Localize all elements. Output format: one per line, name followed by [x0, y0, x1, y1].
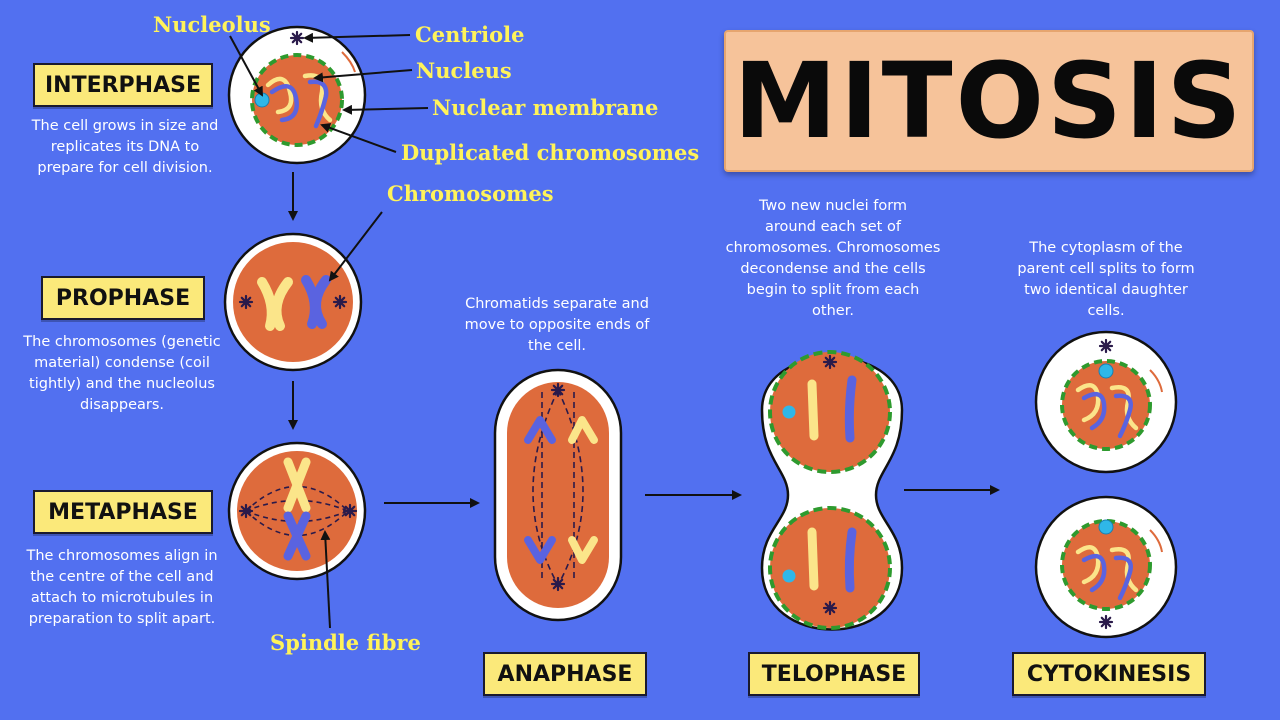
desc-telophase: Two new nuclei form around each set of c…: [716, 196, 950, 322]
desc-line: Two new nuclei form: [758, 198, 908, 214]
label-telophase: TELOPHASE: [748, 652, 920, 696]
label-anaphase: ANAPHASE: [483, 652, 647, 696]
desc-line: The chromosomes align in: [26, 548, 218, 564]
desc-line: move to opposite ends of: [464, 317, 650, 333]
desc-line: decondense and the cells: [740, 261, 926, 277]
label-metaphase-text: METAPHASE: [48, 499, 198, 525]
desc-line: begin to split from each: [746, 282, 920, 298]
cell-cytokinesis-bottom: [1034, 495, 1178, 639]
centriole-icon: [342, 503, 358, 519]
centriole-icon: [822, 354, 838, 370]
desc-line: Chromatids separate and: [465, 296, 649, 312]
centriole-icon: [238, 503, 254, 519]
callout-centriole: Centriole: [415, 22, 525, 47]
desc-line: The chromosomes (genetic: [23, 334, 221, 350]
desc-line: cells.: [1087, 303, 1125, 319]
callout-spindle-fibre: Spindle fibre: [270, 630, 421, 655]
desc-metaphase: The chromosomes align in the centre of t…: [4, 546, 240, 630]
label-cytokinesis: CYTOKINESIS: [1012, 652, 1206, 696]
desc-line: prepare for cell division.: [37, 160, 213, 176]
desc-line: preparation to split apart.: [28, 611, 216, 627]
desc-prophase: The chromosomes (genetic material) conde…: [4, 332, 240, 416]
cell-metaphase: [227, 441, 367, 581]
desc-line: the cell.: [528, 338, 586, 354]
desc-line: The cell grows in size and: [31, 118, 219, 134]
callout-duplicated-chromosomes: Duplicated chromosomes: [401, 140, 700, 165]
centriole-icon: [1098, 614, 1114, 630]
desc-line: replicates its DNA to: [50, 139, 200, 155]
desc-line: parent cell splits to form: [1017, 261, 1195, 277]
centriole-icon: [550, 576, 566, 592]
centriole-icon: [332, 294, 348, 310]
desc-line: The cytoplasm of the: [1029, 240, 1183, 256]
label-interphase-text: INTERPHASE: [44, 72, 201, 98]
desc-line: two identical daughter: [1024, 282, 1188, 298]
label-cytokinesis-text: CYTOKINESIS: [1026, 661, 1192, 687]
cell-prophase: [223, 232, 363, 372]
cell-anaphase: [493, 368, 623, 622]
desc-line: chromosomes. Chromosomes: [725, 240, 941, 256]
label-prophase-text: PROPHASE: [55, 285, 191, 311]
page-title: MITOSIS: [733, 40, 1245, 162]
label-interphase: INTERPHASE: [33, 63, 213, 107]
cell-cytokinesis-top: [1034, 330, 1178, 474]
title-banner: MITOSIS: [724, 30, 1254, 172]
desc-interphase: The cell grows in size and replicates it…: [10, 116, 240, 179]
label-anaphase-text: ANAPHASE: [497, 661, 633, 687]
callout-nuclear-membrane: Nuclear membrane: [432, 95, 659, 120]
label-telophase-text: TELOPHASE: [761, 661, 907, 687]
desc-line: the centre of the cell and: [30, 569, 214, 585]
desc-line: tightly) and the nucleolus: [29, 376, 215, 392]
cell-telophase: [760, 350, 904, 631]
cell-interphase: [227, 25, 367, 165]
desc-cytokinesis: The cytoplasm of the parent cell splits …: [988, 238, 1224, 322]
desc-line: around each set of: [765, 219, 901, 235]
label-prophase: PROPHASE: [41, 276, 205, 320]
centriole-icon: [822, 600, 838, 616]
centriole-icon: [238, 294, 254, 310]
desc-line: disappears.: [79, 397, 164, 413]
desc-anaphase: Chromatids separate and move to opposite…: [442, 294, 672, 357]
desc-line: material) condense (coil: [34, 355, 210, 371]
callout-nucleolus: Nucleolus: [153, 12, 271, 37]
label-metaphase: METAPHASE: [33, 490, 213, 534]
callout-nucleus: Nucleus: [416, 58, 512, 83]
desc-line: other.: [812, 303, 854, 319]
centriole-icon: [289, 30, 305, 46]
centriole-icon: [550, 382, 566, 398]
callout-chromosomes: Chromosomes: [387, 181, 554, 206]
desc-line: attach to microtubules in: [30, 590, 214, 606]
centriole-icon: [1098, 338, 1114, 354]
